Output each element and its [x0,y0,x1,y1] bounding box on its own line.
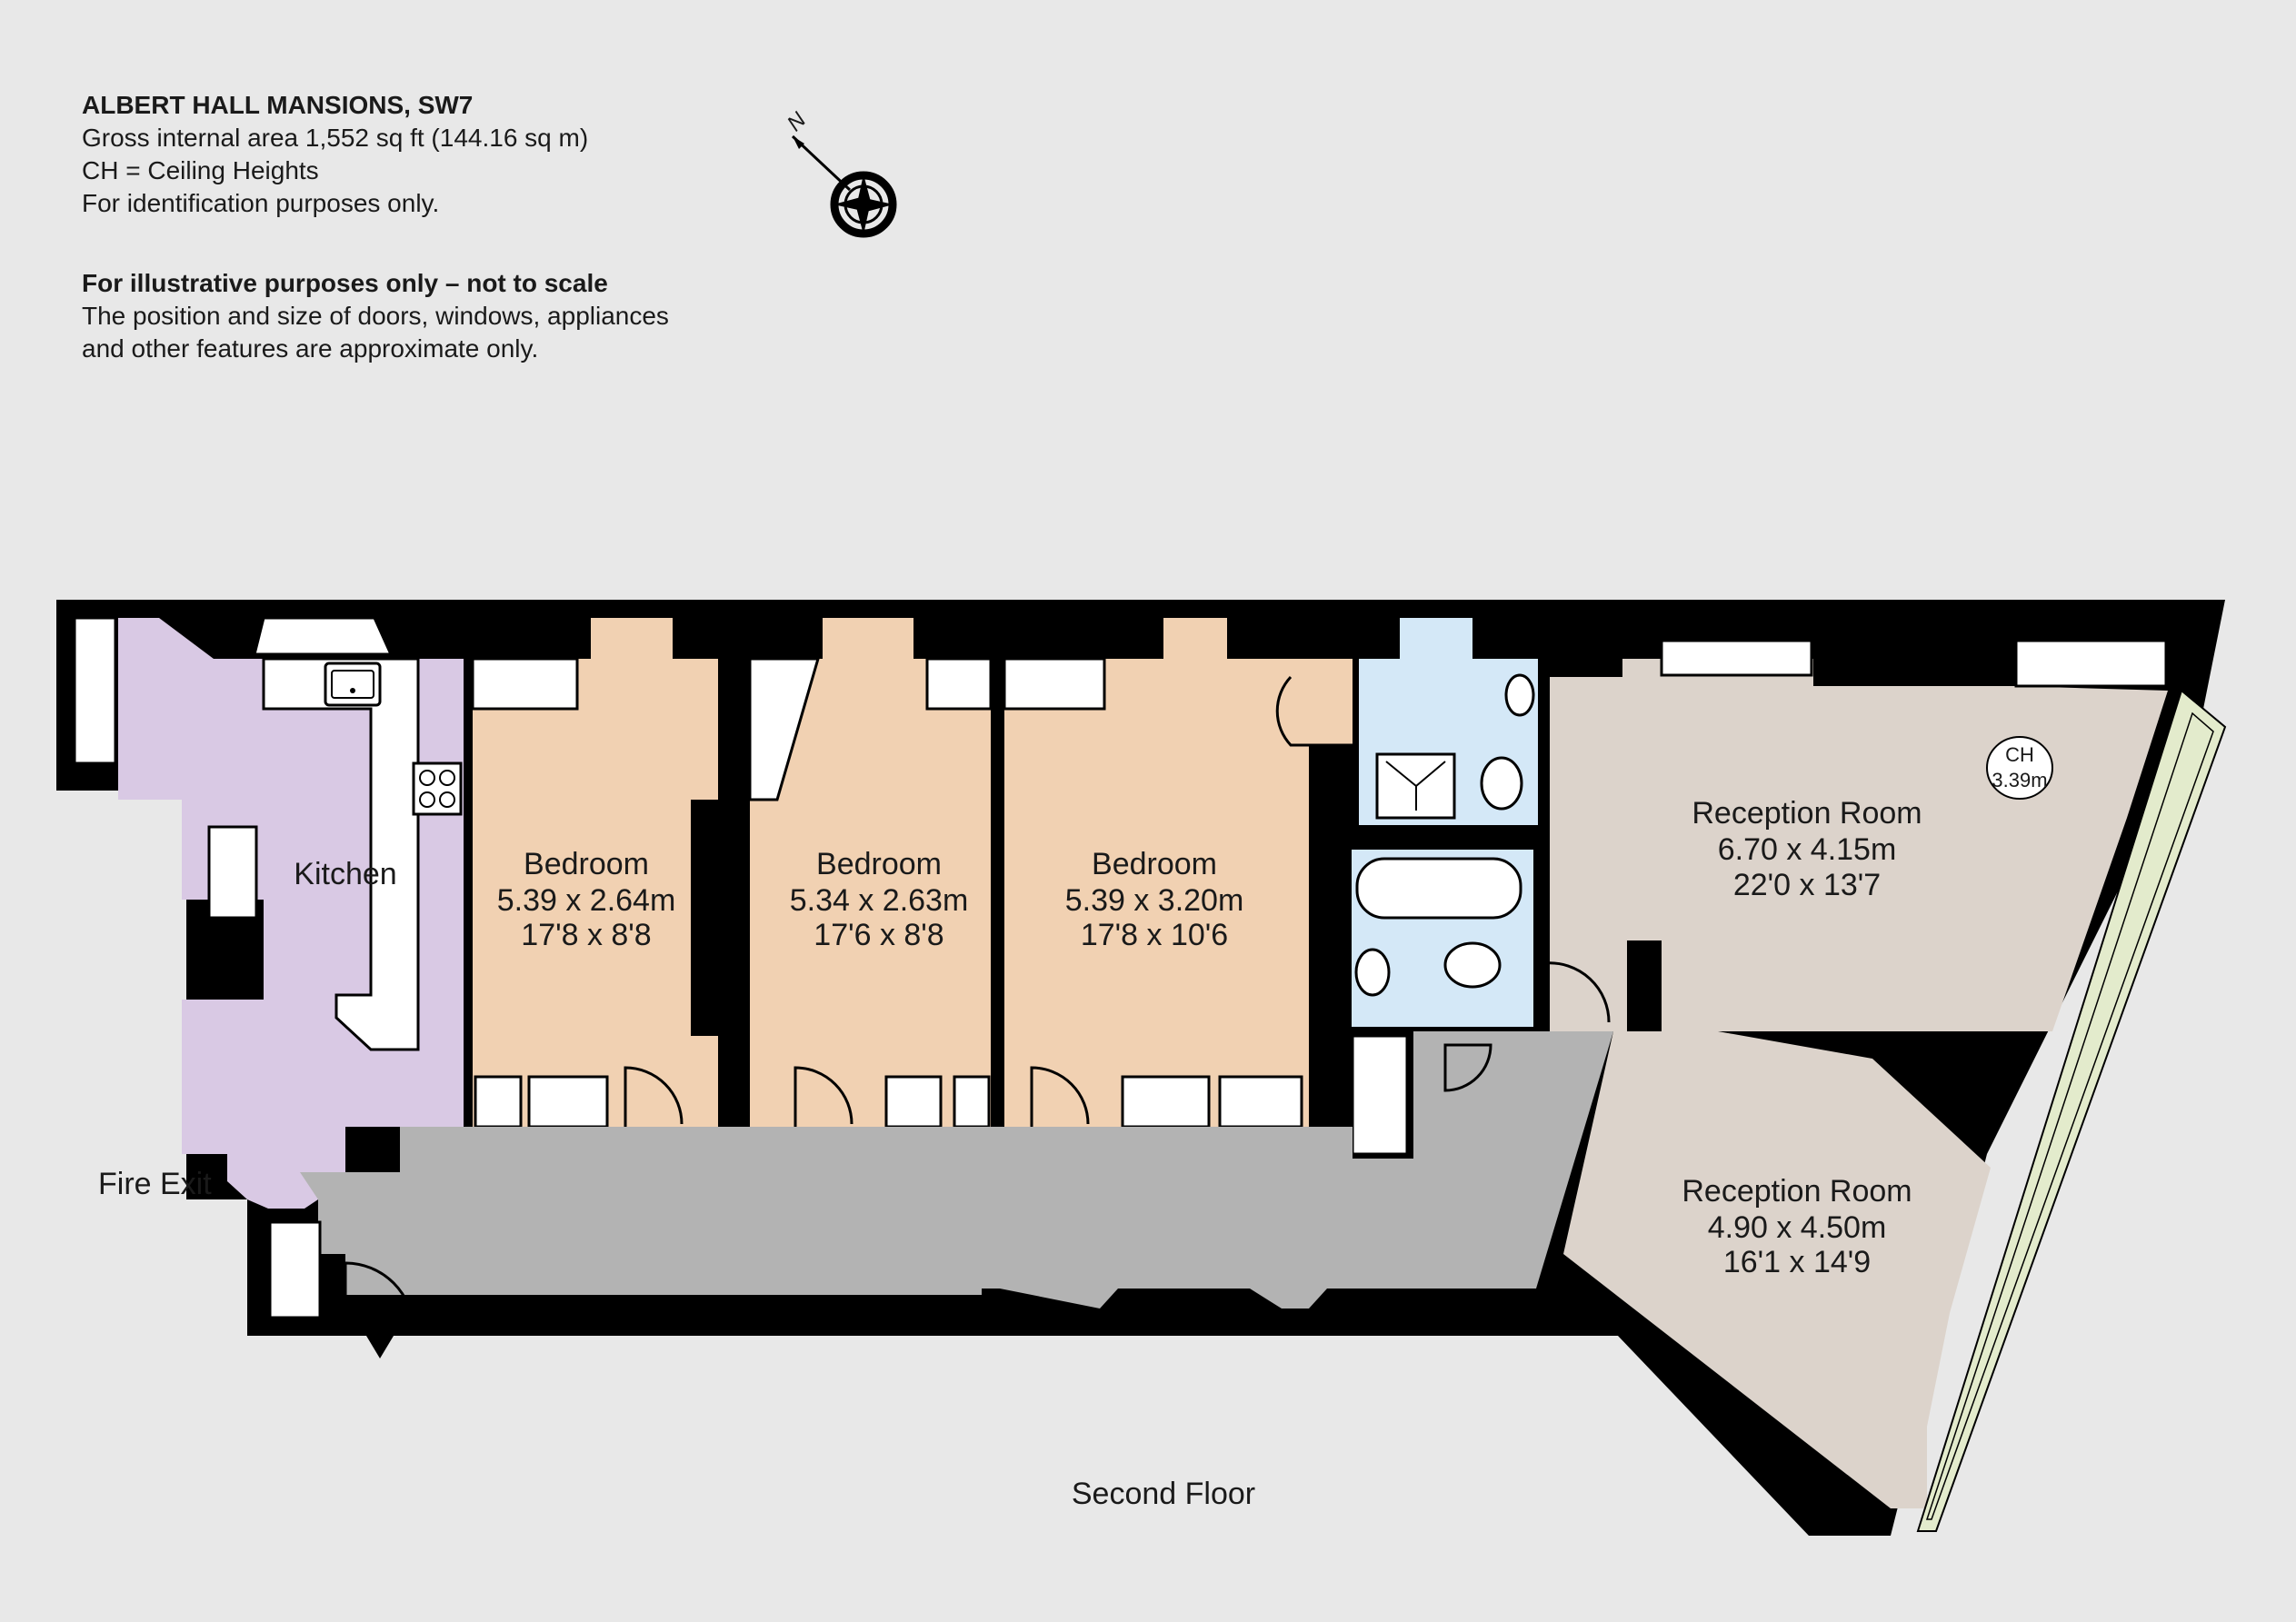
basin-icon [1504,673,1535,717]
door-swing [624,1066,684,1127]
toilet-icon [1443,941,1502,989]
kitchen-cupboard-side [207,825,258,920]
door-swing [1275,675,1353,747]
entrance-door-swing [344,1261,415,1336]
bedroom-2-label: Bedroom [816,847,942,881]
gross-area: Gross internal area 1,552 sq ft (144.16 … [82,124,589,152]
reception-room-1-metric: 6.70 x 4.15m [1718,832,1897,867]
door-swing [1443,1043,1492,1092]
plan-info-block: ALBERT HALL MANSIONS, SW7 Gross internal… [82,89,669,365]
wardrobe [471,657,579,711]
reception-room-2-label: Reception Room [1682,1174,1912,1209]
bathroom-area [1351,850,1533,1156]
ceiling-height-label: CH [2005,743,2034,766]
window-seat [2014,639,2168,688]
hallway-area [268,1031,1613,1358]
wardrobe [953,1075,991,1129]
property-title: ALBERT HALL MANSIONS, SW7 [82,91,474,119]
hob-icon [412,761,463,816]
identification-note: For identification purposes only. [82,189,440,217]
bedroom-2-area [748,618,993,1129]
wardrobe [527,1075,609,1129]
bedroom-3-area [1003,618,1353,1129]
door-swing [794,1066,854,1127]
disclaimer-line-1: The position and size of doors, windows,… [82,302,669,330]
hall-cupboard [268,1220,322,1319]
bedroom-3-metric: 5.39 x 3.20m [1065,883,1244,918]
bath-icon [1355,857,1522,920]
bedroom-3-imperial: 17'8 x 10'6 [1081,918,1228,952]
wardrobe [1218,1075,1303,1129]
wardrobe [925,657,993,711]
fire-exit-label: Fire Exit [98,1167,212,1201]
bedroom-2-imperial: 17'6 x 8'8 [814,918,943,952]
kitchen-cupboard [73,616,117,765]
compass-north-label: N [783,107,812,136]
toilet-icon [1480,756,1523,811]
door-swing [1544,961,1611,1023]
reception-room-2-metric: 4.90 x 4.50m [1708,1210,1887,1245]
wardrobe [1003,657,1106,711]
shower-room-area [1359,618,1538,825]
floor-label: Second Floor [1072,1477,1255,1511]
bedroom-1-area [471,618,718,1129]
bedroom-2-metric: 5.34 x 2.63m [790,883,969,918]
wardrobe [474,1075,523,1129]
entrance-arrow-icon [364,1313,396,1358]
disclaimer-title: For illustrative purposes only – not to … [82,269,608,297]
balcony-area [1916,689,2227,1532]
chimney-breast [253,616,394,656]
wardrobe [1121,1075,1211,1129]
ceiling-height-note: CH = Ceiling Heights [82,156,319,184]
door-swing [1030,1066,1090,1127]
built-in-unit [748,657,820,801]
basin-icon [1354,948,1391,997]
reception-room-2-area [1563,1031,1991,1508]
kitchen-worktop [262,657,420,1051]
bedroom-1-label: Bedroom [524,847,649,881]
north-compass-icon: N [783,107,897,238]
ceiling-height-badge: CH 3.39m [1986,736,2053,800]
reception-room-1-imperial: 22'0 x 13'7 [1733,868,1881,902]
ceiling-height-value: 3.39m [1992,769,2047,791]
kitchen-label: Kitchen [294,857,396,891]
disclaimer-line-2: and other features are approximate only. [82,334,539,363]
bedroom-1-imperial: 17'8 x 8'8 [521,918,651,952]
bedroom-1-metric: 5.39 x 2.64m [497,883,676,918]
wardrobe [884,1075,943,1129]
kitchen-area [73,616,464,1209]
bedroom-3-label: Bedroom [1092,847,1217,881]
window-seat [1660,639,1813,677]
reception-room-2-imperial: 16'1 x 14'9 [1723,1245,1871,1279]
sink-icon [324,662,382,707]
reception-room-1-label: Reception Room [1692,796,1922,831]
hall-cupboard [1351,1034,1409,1156]
